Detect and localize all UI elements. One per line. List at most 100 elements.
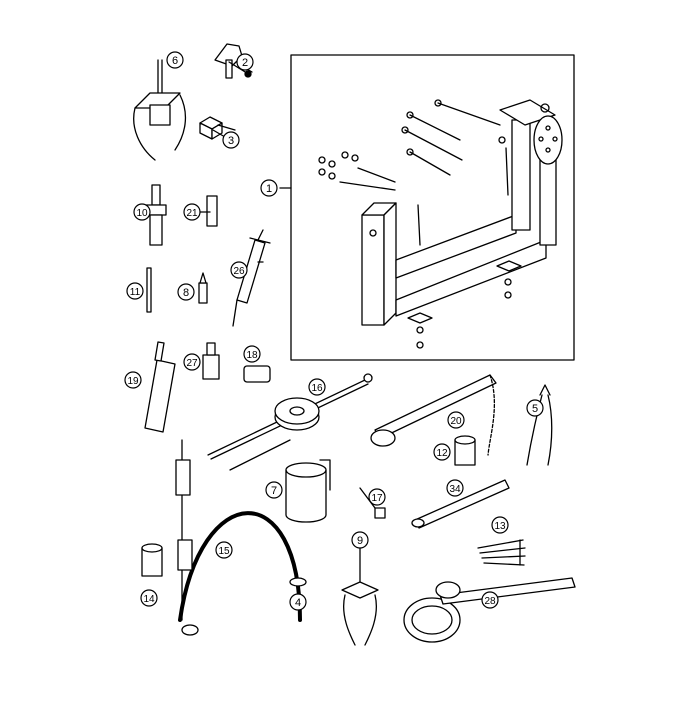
callout-circle — [183, 203, 201, 221]
callout-circle — [236, 53, 254, 71]
callout-16: 16 — [308, 378, 326, 396]
callout-3: 3 — [222, 131, 240, 149]
holding-wrench-28 — [403, 577, 576, 643]
callout-circle — [491, 516, 509, 534]
chain-wrench-20 — [370, 374, 497, 456]
callout-34: 34 — [446, 479, 464, 497]
callout-27: 27 — [183, 353, 201, 371]
callout-26: 26 — [230, 261, 248, 279]
callout-circle — [260, 179, 278, 197]
callout-circle — [368, 488, 386, 506]
engine-stand-detail-frame — [290, 54, 575, 361]
callout-label: 17 — [371, 493, 383, 504]
callout-6: 6 — [166, 51, 184, 69]
callout-18: 18 — [243, 345, 261, 363]
callout-label: 9 — [357, 535, 363, 547]
tool-3 — [199, 116, 236, 140]
callout-label: 4 — [295, 597, 301, 609]
tool-8 — [198, 272, 208, 304]
tool-16 — [207, 373, 373, 471]
tool-2 — [214, 43, 252, 79]
callout-label: 8 — [183, 287, 189, 299]
callout-circle — [526, 399, 544, 417]
valve-spring-compressor-15 — [175, 439, 302, 636]
callout-2: 2 — [236, 53, 254, 71]
bottle-27 — [202, 342, 220, 380]
callout-circle — [133, 203, 151, 221]
callout-circle — [230, 261, 248, 279]
callout-label: 15 — [218, 546, 230, 557]
sleeve-21 — [206, 195, 218, 227]
callout-circle — [308, 378, 326, 396]
callout-17: 17 — [368, 488, 386, 506]
callout-label: 10 — [136, 208, 148, 219]
callout-label: 34 — [449, 484, 461, 495]
callout-circle — [351, 531, 369, 549]
callout-circle — [446, 479, 464, 497]
callout-circle — [166, 51, 184, 69]
callout-20: 20 — [447, 411, 465, 429]
callout-label: 21 — [186, 208, 198, 219]
callout-circle — [222, 131, 240, 149]
engine-stand-bolts — [318, 99, 522, 349]
callout-21: 21 — [183, 203, 201, 221]
callout-circle — [243, 345, 261, 363]
callout-13: 13 — [491, 516, 509, 534]
callout-circle — [177, 283, 195, 301]
callout-circle — [183, 353, 201, 371]
piston-ring-compressor-7 — [285, 459, 331, 523]
callout-circle — [140, 589, 158, 607]
callout-5: 5 — [526, 399, 544, 417]
callout-circle — [215, 541, 233, 559]
puller-9 — [341, 544, 379, 646]
tool-10 — [145, 184, 167, 246]
callout-19: 19 — [124, 371, 142, 389]
puller-6 — [133, 59, 187, 161]
callout-label: 7 — [271, 485, 277, 497]
callout-circle — [433, 443, 451, 461]
callout-10: 10 — [133, 203, 151, 221]
engine-stand-part — [361, 99, 563, 326]
sleeve-12 — [454, 435, 476, 466]
callout-label: 20 — [450, 416, 462, 427]
callout-9: 9 — [351, 531, 369, 549]
callout-8: 8 — [177, 283, 195, 301]
callout-label: 3 — [228, 135, 234, 147]
callout-28: 28 — [481, 591, 499, 609]
pliers-5 — [526, 384, 553, 466]
callout-12: 12 — [433, 443, 451, 461]
callout-group: 1234567891011121314151617181920212627283… — [124, 51, 544, 611]
sleeve-14 — [141, 543, 163, 577]
callout-label: 26 — [233, 266, 245, 277]
callout-circle — [265, 481, 283, 499]
callout-label: 19 — [127, 376, 139, 387]
callout-label: 28 — [484, 596, 496, 607]
hex-keys-13 — [477, 539, 526, 566]
callout-7: 7 — [265, 481, 283, 499]
callout-1: 1 — [260, 179, 278, 197]
callout-label: 11 — [130, 287, 141, 298]
washer-4 — [289, 577, 307, 587]
callout-15: 15 — [215, 541, 233, 559]
callout-label: 6 — [172, 55, 178, 67]
callout-circle — [447, 411, 465, 429]
callout-label: 16 — [311, 383, 323, 394]
wrench-34 — [411, 479, 510, 529]
callout-label: 2 — [242, 57, 248, 69]
callout-label: 18 — [246, 350, 258, 361]
callout-label: 13 — [494, 521, 506, 532]
syringe-26 — [232, 229, 271, 327]
callout-4: 4 — [289, 593, 307, 611]
callout-14: 14 — [140, 589, 158, 607]
callout-circle — [124, 371, 142, 389]
callout-label: 1 — [266, 183, 272, 195]
callout-11: 11 — [126, 282, 144, 300]
callout-circle — [481, 591, 499, 609]
callout-label: 12 — [436, 448, 448, 459]
callout-label: 5 — [532, 403, 538, 415]
callout-label: 27 — [186, 358, 198, 369]
tube-19 — [144, 341, 176, 433]
callout-label: 14 — [143, 594, 155, 605]
